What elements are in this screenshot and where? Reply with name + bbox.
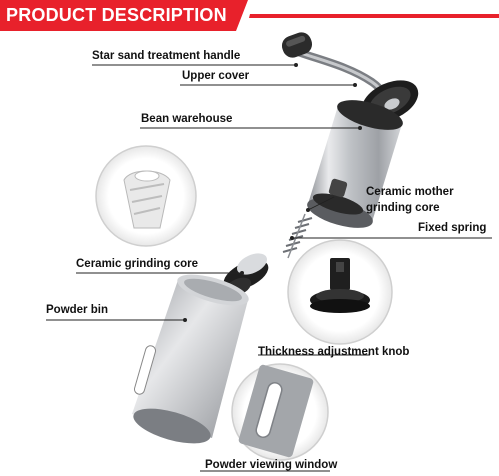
handle-illustration [281,32,389,108]
label-bean-warehouse: Bean warehouse [141,113,233,125]
bean-warehouse-illustration [307,100,403,228]
powder-bin-illustration [132,274,249,444]
label-upper-cover: Upper cover [182,70,250,82]
label-grinding-core: Ceramic grinding core [76,258,199,270]
thickness-knob-detail [287,239,393,345]
banner-title: PRODUCT DESCRIPTION [6,5,227,25]
banner-accent [249,14,499,18]
label-fixed-spring: Fixed spring [418,222,487,234]
label-thickness-knob: Thickness adjustment knob [258,346,410,358]
leader-lines [46,64,492,472]
banner-bg [0,0,248,31]
label-handle: Star sand treatment handle [92,50,241,62]
label-mother-core-line2: grinding core [366,202,440,214]
leader-dots [183,63,362,322]
label-viewing-window: Powder viewing window [205,459,338,471]
viewing-window-detail [231,363,329,461]
label-mother-core-line1: Ceramic mother [366,186,454,198]
label-powder-bin: Powder bin [46,304,108,316]
ceramic-core-detail [95,145,197,247]
